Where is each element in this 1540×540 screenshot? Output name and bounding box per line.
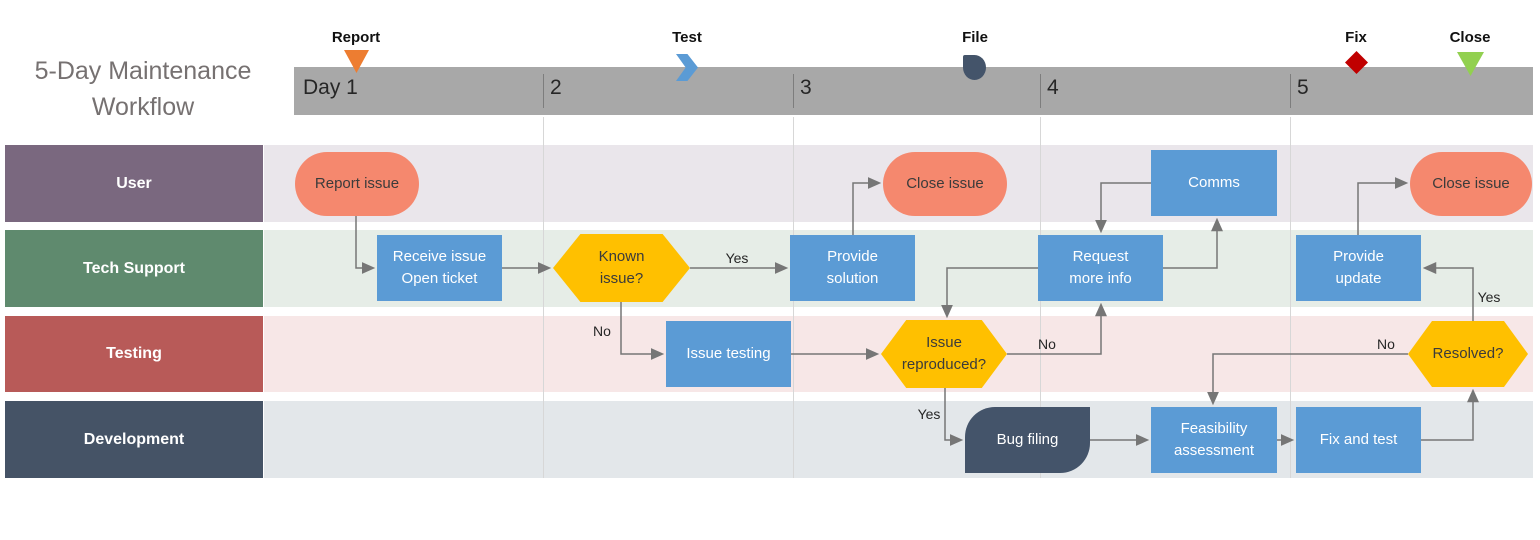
connector-label-no-reproduced-no-request: No: [1038, 336, 1056, 352]
node-comms[interactable]: Comms: [1151, 150, 1277, 216]
day-gridline: [1290, 117, 1291, 478]
diagram-title: 5-Day Maintenance Workflow: [8, 53, 278, 125]
node-bug-filing[interactable]: Bug filing: [965, 407, 1090, 473]
timeline-bar: Day 1 2 3 4 5: [294, 67, 1533, 115]
file-milestone-icon[interactable]: [963, 55, 986, 80]
day-boundary-tick: [1040, 74, 1041, 108]
node-issue-reproduced[interactable]: Issue reproduced?: [881, 320, 1007, 388]
node-close-issue-2[interactable]: Close issue: [1410, 152, 1532, 216]
day-label: 3: [800, 76, 812, 99]
diagram-title-line2: Workflow: [91, 93, 195, 121]
node-receive-issue[interactable]: Receive issue Open ticket: [377, 235, 502, 301]
node-known-issue[interactable]: Known issue?: [553, 234, 690, 302]
node-request-more-info[interactable]: Request more info: [1038, 235, 1163, 301]
milestone-label-fix: Fix: [1345, 29, 1367, 46]
day-label: 5: [1297, 76, 1309, 99]
node-close-issue-1[interactable]: Close issue: [883, 152, 1007, 216]
lane-label-testing: Testing: [5, 316, 263, 392]
connector-label-no-known-no-testing: No: [593, 323, 611, 339]
connector-label-yes-known-yes-provide: Yes: [725, 250, 749, 266]
connector-label-yes-resolved-yes-update: Yes: [1477, 289, 1501, 305]
day-label: 4: [1047, 76, 1059, 99]
day-label: 2: [550, 76, 562, 99]
node-report-issue[interactable]: Report issue: [295, 152, 419, 216]
diagram-title-line1: 5-Day Maintenance: [34, 57, 252, 85]
day-gridline: [543, 117, 544, 478]
connector-label-yes-reproduced-yes-bug: Yes: [917, 406, 941, 422]
fix-milestone-icon[interactable]: [1345, 51, 1368, 74]
day-boundary-tick: [543, 74, 544, 108]
node-provide-solution[interactable]: Provide solution: [790, 235, 915, 301]
milestone-label-close: Close: [1449, 29, 1491, 46]
lane-label-development: Development: [5, 401, 263, 478]
lane-label-tech-support: Tech Support: [5, 230, 263, 307]
day-boundary-tick: [793, 74, 794, 108]
milestone-label-test: Test: [672, 29, 702, 46]
node-resolved[interactable]: Resolved?: [1408, 321, 1528, 387]
node-provide-update[interactable]: Provide update: [1296, 235, 1421, 301]
lane-label-user: User: [5, 145, 263, 222]
node-feasibility[interactable]: Feasibility assessment: [1151, 407, 1277, 473]
connector-label-no-resolved-no-feasibility: No: [1377, 336, 1395, 352]
test-milestone-icon[interactable]: [676, 54, 698, 81]
day-boundary-tick: [1290, 74, 1291, 108]
milestone-label-report: Report: [331, 29, 381, 46]
node-issue-testing[interactable]: Issue testing: [666, 321, 791, 387]
day-label: Day 1: [303, 76, 358, 99]
milestone-label-file: File: [962, 29, 988, 46]
node-fix-and-test[interactable]: Fix and test: [1296, 407, 1421, 473]
